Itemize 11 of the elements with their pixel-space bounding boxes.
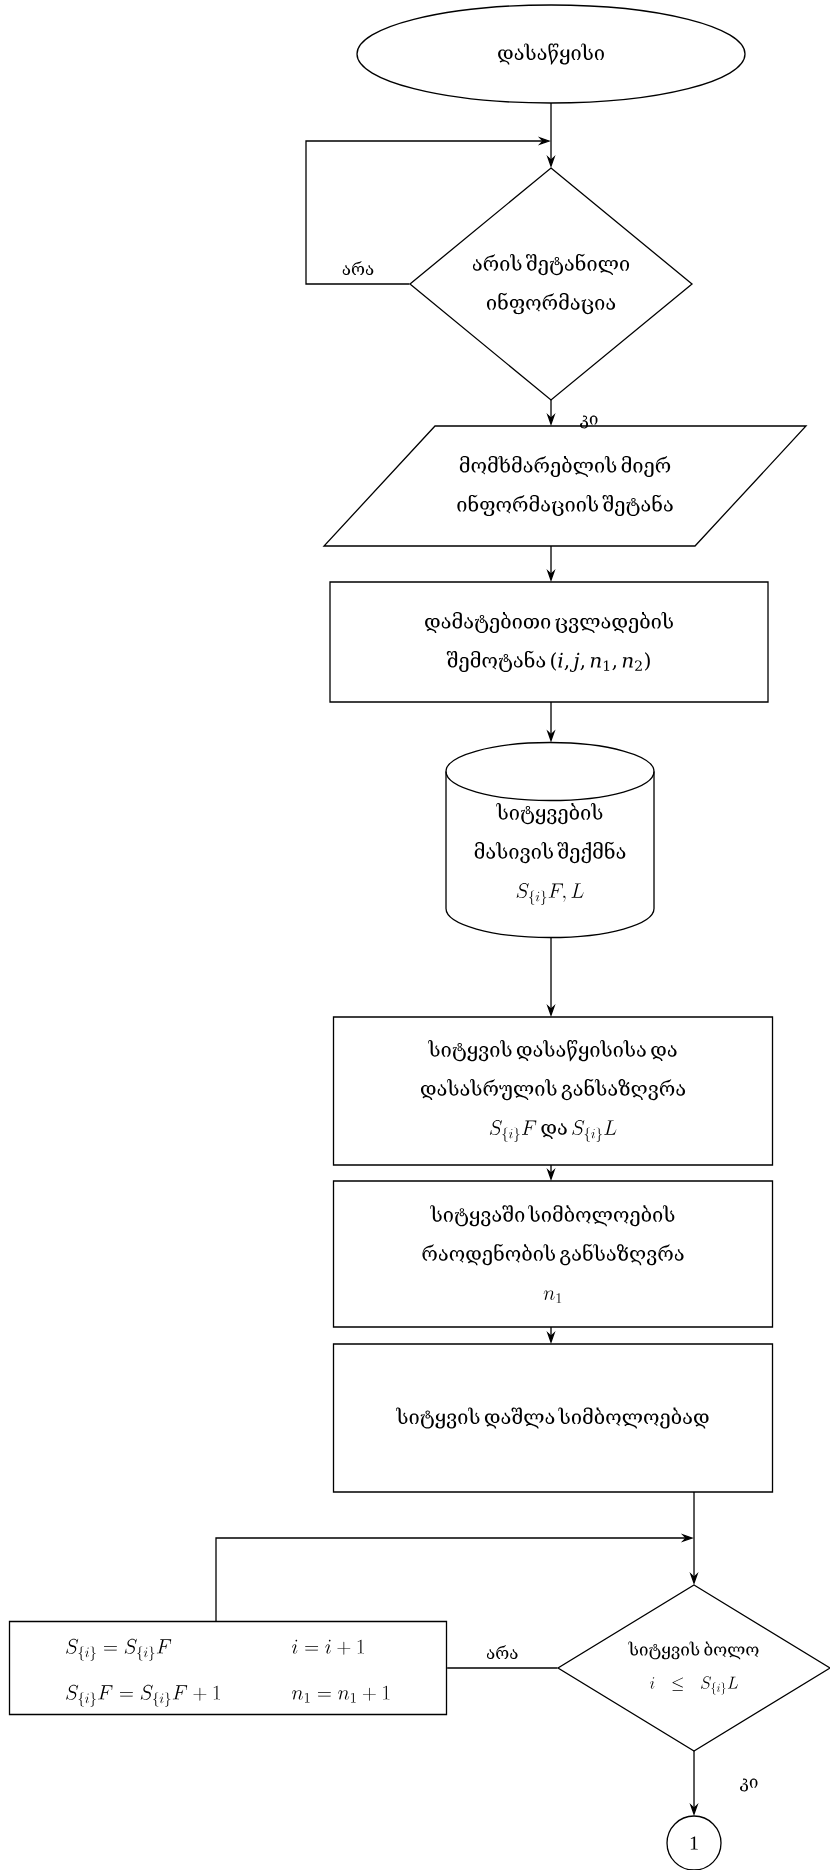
edge-label: კი (740, 1778, 758, 1792)
process-box: სიტყვაში სიმბოლოების რაოდენობის განსაზღვრა $n_1$ (332, 1180, 774, 1328)
database-cylinder: სიტყვების მასივის შექმნა $S_{\{i\}}F,L$ (445, 741, 655, 939)
process-box: სიტყვის დასაწყისისა და დასასრულის განსაზღვრა $S_{\{i\}}F\text{ და }S_{\{i\}}L$ (332, 1016, 774, 1166)
edge-label: არა (487, 1645, 518, 1659)
process-box: სიტყვის დაშლა სიმბოლოებად (332, 1343, 774, 1493)
formula-box: $S_{\{i\}}=S_{\{i\}}F$ $i=i+1$ $S_{\{i\}}F=S_{\{i\}}F+1$ $n_1=n_1+1$ (8, 1620, 448, 1716)
node-label: $S_{\{i\}}F,L$ (516, 883, 584, 905)
node-label: სიტყვების მასივის შექმნა (474, 803, 626, 864)
process-box: დამატებითი ცვლადების შემოტანა (i,j, n$_{1}$, n$_{2}$) (329, 581, 769, 703)
edge-label: არა (342, 261, 374, 275)
